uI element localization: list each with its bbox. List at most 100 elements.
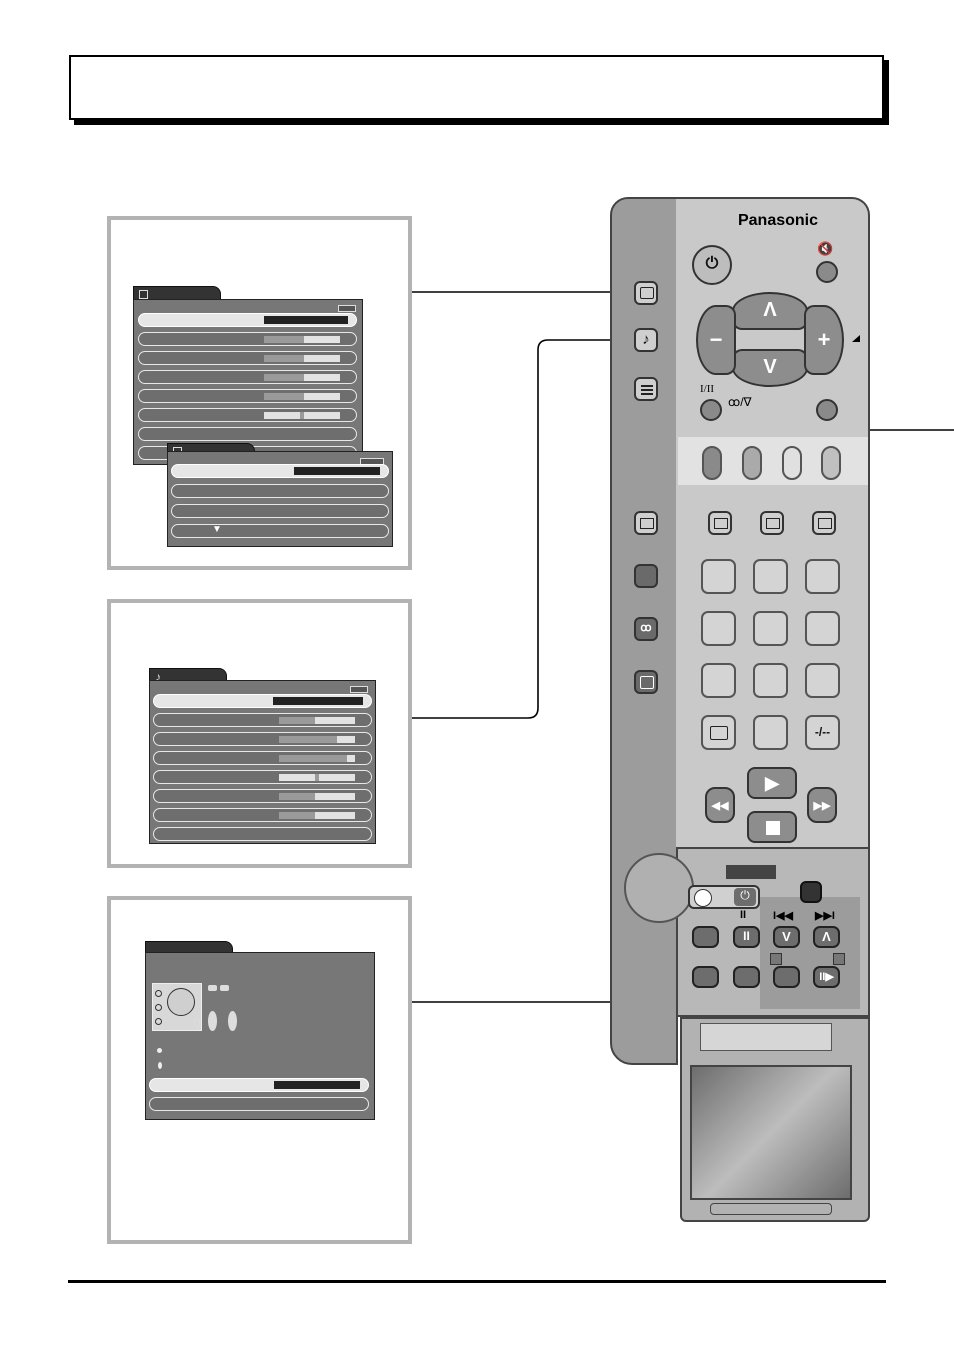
text-index-button[interactable]	[760, 511, 784, 535]
number-key-3[interactable]	[805, 559, 840, 594]
pause-label: II	[740, 909, 747, 921]
vcr-button-2[interactable]	[692, 966, 719, 988]
rewind-button[interactable]: ◀◀	[705, 787, 735, 823]
setup-row-2[interactable]	[149, 1097, 369, 1111]
setup-menu-button[interactable]	[634, 377, 658, 401]
mute-button[interactable]	[816, 261, 838, 283]
picture-row-7[interactable]	[138, 427, 357, 441]
submenu-row-4[interactable]: ▼	[171, 524, 389, 538]
right-arrow-icon	[228, 1011, 237, 1031]
remote-control: Panasonic ⏻ 🔇 Λ V − + I/II ꝏ/∇ ♪ ꝏ	[610, 197, 870, 1222]
vcr-button-4[interactable]	[773, 966, 800, 988]
number-key-7[interactable]	[701, 663, 736, 698]
number-key-4[interactable]	[701, 611, 736, 646]
stop-button[interactable]	[747, 811, 797, 843]
picture-row-5[interactable]	[138, 389, 357, 403]
picture-row-2[interactable]	[138, 332, 357, 346]
vcr-channel-down-button[interactable]: V	[773, 926, 800, 948]
cover-latch	[710, 1203, 832, 1215]
number-key-0[interactable]	[753, 715, 788, 750]
vcr-power-icon[interactable]: ⏻	[734, 888, 756, 906]
number-key-2[interactable]	[753, 559, 788, 594]
dark-side-button[interactable]	[634, 564, 658, 588]
volume-up-button[interactable]: +	[804, 305, 844, 375]
sound-row-2[interactable]	[153, 713, 372, 727]
navigation-ring-icon	[167, 988, 195, 1016]
minus-icon: −	[709, 327, 723, 352]
sound-row-7[interactable]	[153, 808, 372, 822]
sound-row-4-bar	[279, 755, 355, 762]
digit-mode-button[interactable]: -/--	[805, 715, 840, 750]
picture-row-5-bar	[264, 393, 340, 400]
vcr-switch[interactable]	[800, 881, 822, 903]
picture-row-6[interactable]	[138, 408, 357, 422]
skip-back-label: I◀◀	[773, 910, 793, 922]
pip-icon	[640, 676, 654, 689]
submenu-row-3[interactable]	[171, 504, 389, 518]
teletext-button[interactable]	[634, 511, 658, 535]
vcr-button-3[interactable]	[733, 966, 760, 988]
vcr-button-1[interactable]	[692, 926, 719, 948]
green-key[interactable]	[742, 446, 762, 480]
power-button[interactable]: ⏻	[692, 245, 732, 285]
fast-forward-button[interactable]: ▶▶	[807, 787, 837, 823]
side-pointer-icon	[852, 335, 860, 342]
pip-button[interactable]	[634, 670, 658, 694]
picture-row-6-bar	[264, 412, 340, 419]
text-reveal-button[interactable]	[708, 511, 732, 535]
picture-row-2-bar	[264, 336, 340, 343]
bullet-icon	[157, 1048, 162, 1053]
number-key-6[interactable]	[805, 611, 840, 646]
submenu-row-1-value	[294, 467, 380, 475]
blue-key[interactable]	[821, 446, 841, 480]
picture-row-3[interactable]	[138, 351, 357, 365]
sound-row-6[interactable]	[153, 789, 372, 803]
stereo-button[interactable]	[700, 399, 722, 421]
surround-side-button[interactable]: ꝏ	[634, 617, 658, 641]
page-title-box	[69, 55, 884, 120]
sound-row-8[interactable]	[153, 827, 372, 841]
submenu-row-1[interactable]	[171, 464, 389, 478]
aspect-button[interactable]	[816, 399, 838, 421]
record-icon[interactable]	[694, 889, 712, 907]
number-key-8[interactable]	[753, 663, 788, 698]
sound-row-1[interactable]	[153, 694, 372, 708]
bullet-icon	[158, 1062, 162, 1069]
indicator-square	[770, 953, 782, 965]
setup-menu-panel	[107, 896, 412, 1244]
picture-row-4[interactable]	[138, 370, 357, 384]
volume-down-button[interactable]: −	[696, 305, 736, 375]
submenu-row-2[interactable]	[171, 484, 389, 498]
music-note-icon: ♪	[155, 670, 161, 684]
vcr-slot	[726, 865, 776, 879]
sound-row-4[interactable]	[153, 751, 372, 765]
mute-icon: 🔇	[817, 241, 834, 256]
sound-menu-button[interactable]: ♪	[634, 328, 658, 352]
sound-row-3[interactable]	[153, 732, 372, 746]
display-button[interactable]	[701, 715, 736, 750]
cover-window	[690, 1065, 852, 1200]
sound-row-5-bar	[279, 774, 355, 781]
channel-down-button[interactable]: V	[732, 349, 808, 387]
yellow-key[interactable]	[782, 446, 802, 480]
pause-button[interactable]: II	[733, 926, 760, 948]
text-hold-button[interactable]	[812, 511, 836, 535]
remote-help-graphic	[152, 983, 202, 1031]
play-button[interactable]: ▶	[747, 767, 797, 799]
number-key-1[interactable]	[701, 559, 736, 594]
sound-connector	[412, 339, 632, 719]
red-key[interactable]	[702, 446, 722, 480]
sound-row-5[interactable]	[153, 770, 372, 784]
stop-icon	[766, 821, 780, 835]
number-key-5[interactable]	[753, 611, 788, 646]
picture-row-1[interactable]	[138, 313, 357, 327]
setup-row-1[interactable]	[149, 1078, 369, 1092]
sound-row-6-bar	[279, 793, 355, 800]
number-key-9[interactable]	[805, 663, 840, 698]
setup-menu	[145, 952, 375, 1120]
picture-menu-button[interactable]	[634, 281, 658, 305]
channel-up-button[interactable]: Λ	[732, 292, 808, 330]
slow-button[interactable]: II▶	[813, 966, 840, 988]
cover-hinge	[700, 1023, 832, 1051]
vcr-channel-up-button[interactable]: Λ	[813, 926, 840, 948]
